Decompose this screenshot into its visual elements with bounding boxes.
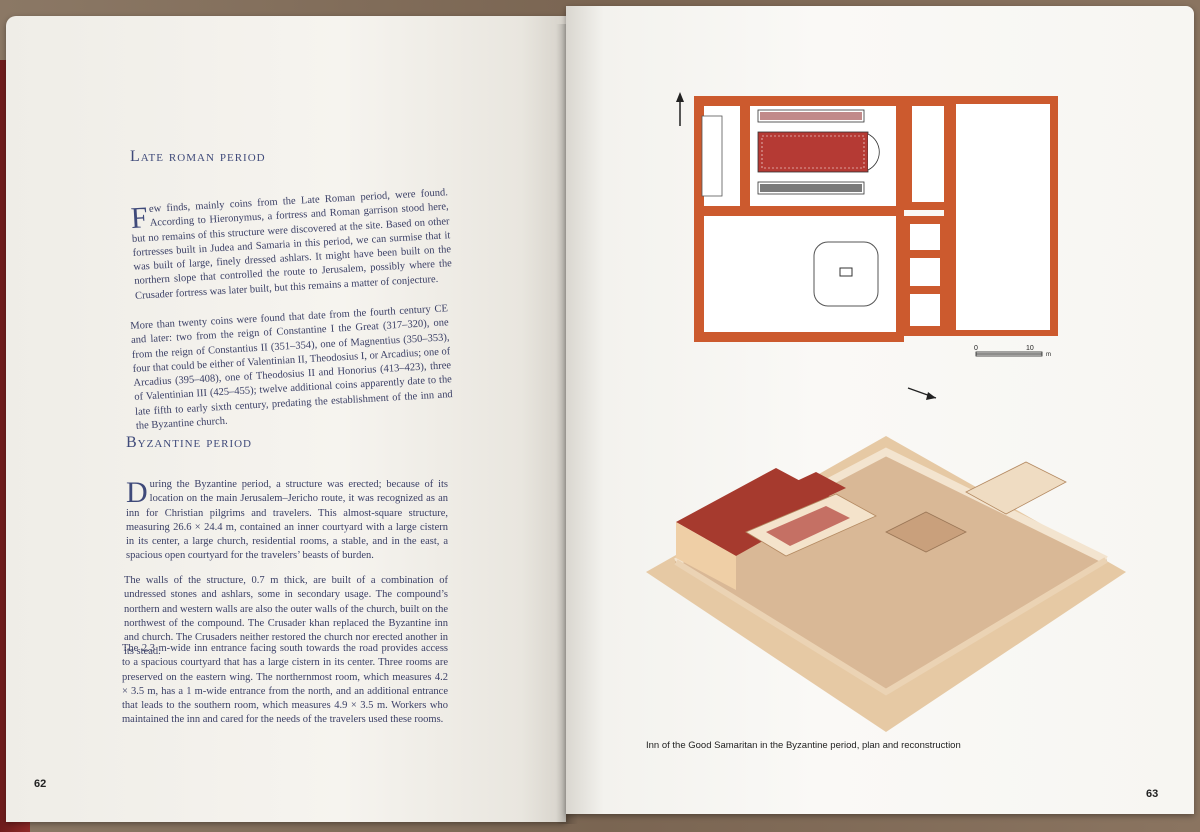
plan-walls [694,96,1058,342]
dropcap-f: F [129,201,149,235]
north-arrow-icon [676,92,684,126]
heading-late-roman-period: Late roman period [130,148,266,165]
scale-ten-label: 10 [1026,345,1034,352]
nave-mosaic [766,506,850,546]
compound-walls-front [674,557,1108,696]
cistern-reconstruction [885,511,967,553]
byzantine-paragraph-2: The walls of the structure, 0.7 m thick,… [124,575,448,658]
apse-roof [786,472,846,502]
heading-byzantine-period: Byzantine period [126,434,252,451]
reconstruction-north-arrow-icon [907,387,937,400]
cistern [813,241,879,307]
byzantine-paragraph-1-text: uring the Byzantine period, a structure … [126,479,448,562]
reconstruction-figure [646,387,1126,732]
scale-unit-label: m [1046,352,1051,358]
byzantine-paragraph-3: The 2.3 m-wide inn entrance facing south… [122,643,448,726]
late-roman-paragraph-2: More than twenty coins were found that d… [130,303,453,432]
right-page: 0 10 m Inn of the Good Samaritan in the … [566,6,1194,814]
church-side-wall [676,522,736,590]
scale-bar: 0 10 m [974,345,1051,358]
floor-plan-figure: 0 10 m [676,92,1058,358]
page-number-left: 62 [34,778,47,790]
page-number-right: 63 [1146,788,1159,800]
church-mosaic [757,109,880,195]
late-roman-paragraph-1-text: ew finds, mainly coins from the Late Rom… [131,187,453,302]
figure-caption: Inn of the Good Samaritan in the Byzanti… [646,740,961,751]
dropcap-d: D [126,476,148,509]
scale-zero-label: 0 [974,345,978,352]
eastern-rooms [965,461,1067,515]
